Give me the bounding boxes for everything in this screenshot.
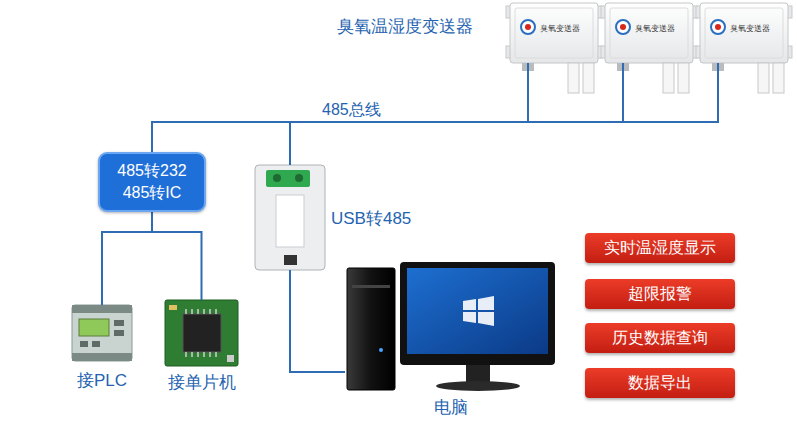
- os-logo: [463, 296, 494, 326]
- device-label-strip: [276, 195, 304, 247]
- plc-body: [72, 305, 132, 361]
- device-label: 接单片机: [168, 373, 236, 393]
- monitor-base: [436, 381, 520, 391]
- mcu-board: [165, 300, 238, 366]
- bus-wire: [290, 270, 345, 372]
- plc-button: [80, 341, 88, 347]
- plc-screen: [79, 319, 109, 336]
- feature-label: 历史数据查询: [599, 327, 721, 349]
- feature-box: 超限报警: [585, 279, 735, 309]
- computer: 电脑: [345, 262, 557, 392]
- mcu-chip: [183, 314, 221, 352]
- ozone-sensor: 臭氧变送器: [700, 3, 788, 63]
- sensor-face-label: 臭氧变送器: [540, 24, 580, 34]
- monitor-frame: [400, 262, 555, 365]
- usb-converter: USB转485: [255, 165, 325, 270]
- bus-wire: [290, 63, 528, 165]
- bus-wire: [152, 63, 623, 152]
- bus-wire: [102, 212, 152, 305]
- monitor-neck: [466, 365, 490, 382]
- feature-label: 数据导出: [599, 372, 721, 394]
- usb-port: [284, 255, 297, 265]
- group-title: 臭氧温湿度变送器: [337, 16, 473, 38]
- converter-label: 485转232: [112, 160, 192, 182]
- bus-wire: [290, 63, 623, 165]
- sensor-illustration: [506, 3, 602, 93]
- bus-wire: [290, 63, 718, 165]
- mcu-board: 接单片机: [165, 300, 238, 366]
- device-label: 接PLC: [77, 371, 127, 391]
- plc-button: [114, 320, 124, 326]
- feature-box: 历史数据查询: [585, 323, 735, 353]
- plc-button: [114, 330, 124, 336]
- terminal-screw: [295, 174, 303, 182]
- terminal-block: [266, 170, 310, 187]
- feature-label: 实时温湿度显示: [599, 237, 721, 259]
- ozone-sensor: 臭氧变送器: [510, 3, 598, 63]
- pc-tower: [347, 268, 395, 390]
- drive-bay: [352, 285, 390, 288]
- bus-wire: [152, 212, 202, 300]
- device-label: 电脑: [434, 398, 468, 418]
- ozone-sensor: 臭氧变送器: [605, 3, 693, 63]
- feature-box: 数据导出: [585, 368, 735, 398]
- sensor-illustration: [601, 3, 697, 93]
- plc-button: [92, 341, 100, 347]
- pcb-part: [227, 355, 234, 362]
- bus-wire: [152, 63, 718, 152]
- bus-label: 485总线: [322, 99, 381, 121]
- terminal-screw: [273, 174, 281, 182]
- converter-label: 485转IC: [112, 182, 192, 204]
- power-light: [379, 348, 383, 352]
- device-label: USB转485: [331, 209, 411, 229]
- usb-converter-body: [255, 165, 325, 270]
- sensor-face-label: 臭氧变送器: [730, 24, 770, 34]
- pcb-part: [169, 305, 177, 310]
- converter-box: 485转232485转IC: [98, 152, 206, 212]
- sensor-face-label: 臭氧变送器: [635, 24, 675, 34]
- chip-pins: [186, 309, 216, 357]
- feature-box: 实时温湿度显示: [585, 233, 735, 263]
- plc-terminals: [72, 305, 132, 313]
- sensor-illustration: [696, 3, 792, 93]
- bus-wire: [152, 63, 528, 152]
- plc-terminals: [72, 353, 132, 361]
- monitor-screen: [407, 268, 548, 354]
- plc-device: 接PLC: [72, 305, 132, 361]
- feature-label: 超限报警: [599, 283, 721, 305]
